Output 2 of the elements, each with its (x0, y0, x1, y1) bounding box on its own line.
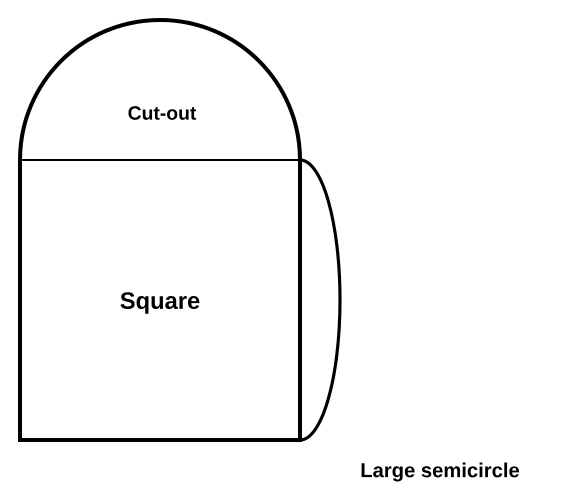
cut-out-semicircle: Cut-out (18, 18, 302, 161)
large-semicircle: Large semicircle (300, 158, 520, 482)
